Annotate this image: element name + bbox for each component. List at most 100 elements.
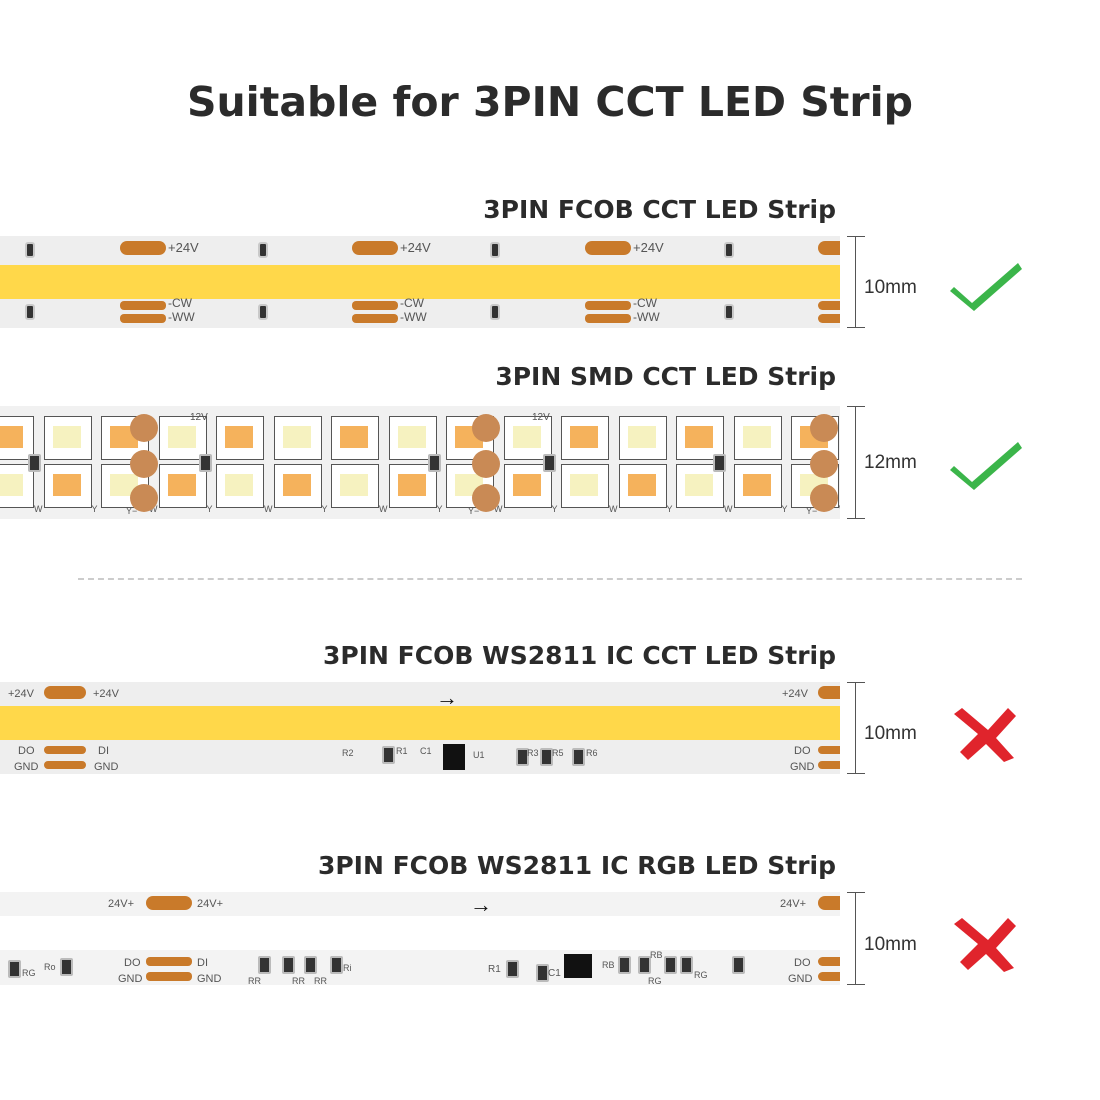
resistor xyxy=(428,454,441,472)
resistor xyxy=(664,956,677,974)
solder-pad xyxy=(585,301,631,310)
pin-label: Y xyxy=(321,504,328,514)
led-chip xyxy=(618,464,667,508)
led-chip xyxy=(733,416,782,460)
strip-4-width-bracket xyxy=(845,892,867,985)
led-chip xyxy=(388,416,437,460)
strip-2-width-bracket xyxy=(845,406,867,519)
do-label: DO xyxy=(124,957,141,969)
pin-label: W xyxy=(149,504,158,514)
pin-label: W xyxy=(839,504,840,514)
solder-pad xyxy=(120,241,166,255)
led-chip xyxy=(331,416,379,460)
cw-label: -CW xyxy=(633,296,657,310)
resistor xyxy=(506,960,519,978)
resistor xyxy=(543,454,556,472)
gnd-label: GND xyxy=(94,761,119,773)
solder-pad xyxy=(352,301,398,310)
solder-pad xyxy=(818,957,840,966)
pin-label: Y− xyxy=(806,506,818,516)
solder-pad xyxy=(818,241,840,255)
copper-pad xyxy=(810,484,838,512)
resistor xyxy=(724,242,734,258)
pin-label: Y− xyxy=(126,506,138,516)
cob-light-band xyxy=(0,706,840,740)
resistor xyxy=(258,956,271,974)
check-icon xyxy=(950,442,1022,490)
voltage-label: 12V xyxy=(532,412,550,423)
copper-pad xyxy=(130,414,158,442)
led-chip xyxy=(43,416,92,460)
strip-3-title: 3PIN FCOB WS2811 IC CCT LED Strip xyxy=(323,641,836,670)
ri-label: Ri xyxy=(343,963,352,973)
gnd-label: GND xyxy=(788,973,813,985)
solder-pad xyxy=(818,972,840,981)
led-chip xyxy=(618,416,667,460)
arrow-icon: → xyxy=(470,892,492,917)
voltage-label: 24V+ xyxy=(197,898,223,910)
solder-pad xyxy=(146,972,192,981)
rr-label: RR xyxy=(314,976,327,985)
pin-label: W xyxy=(264,504,273,514)
resistor xyxy=(540,748,553,766)
pin-label: Y xyxy=(436,504,443,514)
strip-3-width-bracket xyxy=(845,682,867,774)
voltage-label: +24V xyxy=(8,688,34,700)
pin-label: Y xyxy=(781,504,788,514)
led-chip xyxy=(561,416,609,460)
ww-label: -WW xyxy=(633,310,660,324)
led-chip xyxy=(158,464,207,508)
gnd-label: GND xyxy=(790,761,815,773)
pin-label: Y xyxy=(206,504,213,514)
resistor xyxy=(638,956,651,974)
solder-pad xyxy=(120,301,166,310)
rg-label: RG xyxy=(22,968,36,978)
di-label: DI xyxy=(197,957,208,969)
copper-pad xyxy=(472,484,500,512)
do-label: DO xyxy=(794,957,811,969)
voltage-label: +24V xyxy=(400,240,431,255)
led-chip xyxy=(158,416,207,460)
resistor xyxy=(60,958,73,976)
solder-pad xyxy=(44,746,86,754)
strip-3-width-label: 10mm xyxy=(864,723,917,744)
solder-pad xyxy=(352,314,398,323)
strip-1-title: 3PIN FCOB CCT LED Strip xyxy=(483,195,836,224)
strip-4-width-label: 10mm xyxy=(864,934,917,955)
strip-1-width-bracket xyxy=(845,236,867,328)
led-chip xyxy=(733,464,782,508)
led-chip xyxy=(676,416,724,460)
pin-label: W xyxy=(34,504,43,514)
solder-pad xyxy=(818,896,840,910)
r1-label: R1 xyxy=(396,746,408,756)
di-label: DI xyxy=(98,745,109,757)
copper-pad xyxy=(130,450,158,478)
strip-2-title: 3PIN SMD CCT LED Strip xyxy=(495,362,836,391)
voltage-label: 24V+ xyxy=(108,898,134,910)
led-chip xyxy=(0,416,34,460)
cw-label: -CW xyxy=(400,296,424,310)
solder-pad xyxy=(818,746,840,754)
led-chip xyxy=(561,464,609,508)
pin-label: Y− xyxy=(468,506,480,516)
resistor xyxy=(25,304,35,320)
ro-label: Ro xyxy=(44,962,56,972)
copper-pad xyxy=(472,450,500,478)
led-chip xyxy=(331,464,379,508)
resistor xyxy=(490,242,500,258)
voltage-label: 12V xyxy=(190,412,208,423)
led-chip xyxy=(216,464,264,508)
c1-label: C1 xyxy=(548,968,561,979)
resistor xyxy=(724,304,734,320)
copper-pad xyxy=(810,414,838,442)
ws2811-ic xyxy=(564,954,592,978)
rg-label: RG xyxy=(648,976,662,985)
u1-label: U1 xyxy=(473,750,485,760)
resistor xyxy=(713,454,726,472)
resistor xyxy=(382,746,395,764)
solder-pad xyxy=(818,761,840,769)
solder-pad xyxy=(120,314,166,323)
